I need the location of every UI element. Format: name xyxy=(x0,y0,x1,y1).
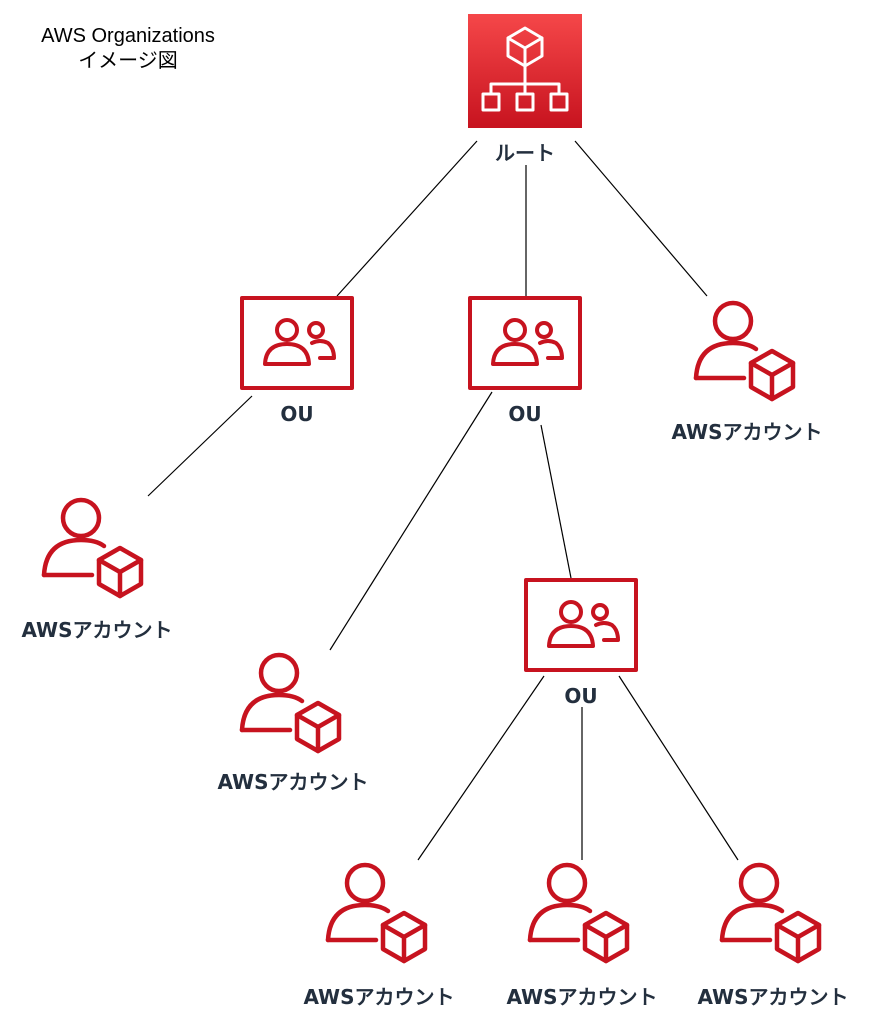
edge-ou2-account-c xyxy=(329,391,493,651)
ou3-label: OU xyxy=(564,684,598,708)
organizational-unit-icon xyxy=(468,296,582,390)
account-c-label: AWSアカウント xyxy=(217,770,369,794)
account-e-label: AWSアカウント xyxy=(506,985,658,1009)
account-icon xyxy=(693,300,796,402)
diagram-title: AWS Organizations イメージ図 xyxy=(10,24,246,74)
account-icon xyxy=(527,862,630,964)
edge-ou2-ou3 xyxy=(540,424,572,579)
edge-root-account-a xyxy=(574,140,708,297)
organizations-icon xyxy=(468,14,582,128)
edge-ou3-account-f xyxy=(618,675,739,861)
title-line-2: イメージ図 xyxy=(78,50,178,72)
account-a-label: AWSアカウント xyxy=(671,420,823,444)
organizational-unit-icon xyxy=(240,296,354,390)
ou1-label: OU xyxy=(280,402,314,426)
title-line-1: AWS Organizations xyxy=(41,25,215,47)
account-d-label: AWSアカウント xyxy=(303,985,455,1009)
edge-root-ou1 xyxy=(336,140,478,297)
organizational-unit-icon xyxy=(524,578,638,672)
account-f-label: AWSアカウント xyxy=(697,985,849,1009)
root-label: ルート xyxy=(495,141,555,165)
edge-ou3-account-d xyxy=(417,675,545,861)
account-b-label: AWSアカウント xyxy=(21,618,173,642)
edge-ou1-account-b xyxy=(147,395,253,497)
account-icon xyxy=(325,862,428,964)
account-icon xyxy=(719,862,822,964)
account-icon xyxy=(239,652,342,754)
ou2-label: OU xyxy=(508,402,542,426)
account-icon xyxy=(41,497,144,599)
